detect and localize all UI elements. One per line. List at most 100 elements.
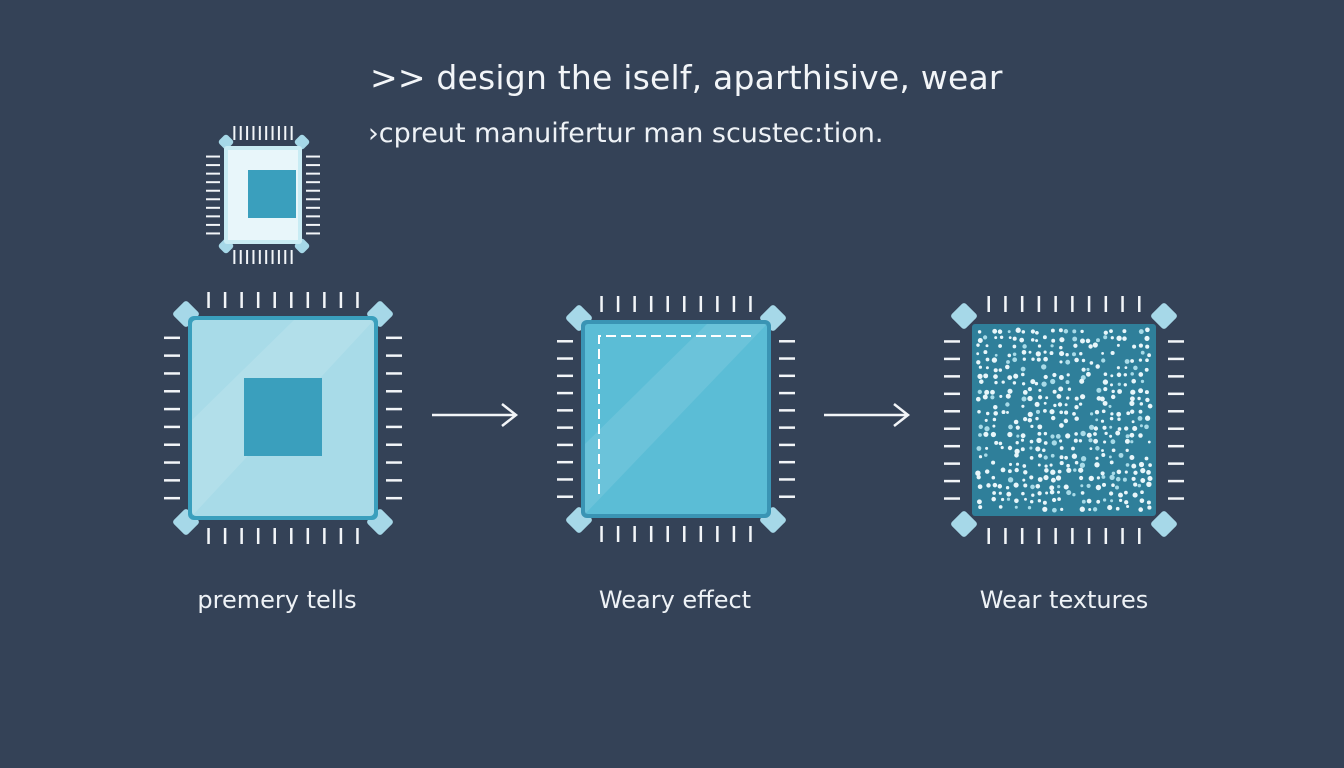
texture-dot xyxy=(991,357,998,363)
corner-pad xyxy=(951,303,977,329)
texture-dot xyxy=(983,373,989,379)
texture-dot xyxy=(1073,438,1078,443)
texture-dot xyxy=(1111,471,1116,476)
texture-dot xyxy=(1023,483,1028,488)
texture-dot xyxy=(1124,490,1128,495)
texture-dot xyxy=(1129,396,1135,402)
chip-wear-texture-icon xyxy=(944,296,1184,544)
texture-dot xyxy=(977,410,981,414)
texture-dot xyxy=(1043,455,1048,460)
stage-label-wear-effect: Weary effect xyxy=(598,586,752,614)
texture-dot xyxy=(1020,447,1025,452)
texture-dot xyxy=(1007,431,1013,438)
texture-dot xyxy=(1080,491,1085,495)
texture-dot xyxy=(1110,374,1114,378)
texture-dot xyxy=(1050,434,1055,439)
texture-dot xyxy=(1125,448,1129,453)
texture-dot xyxy=(1006,410,1009,414)
texture-dot xyxy=(1111,389,1115,394)
texture-dot xyxy=(993,374,998,379)
texture-dot xyxy=(985,357,990,362)
texture-dot xyxy=(1110,336,1114,340)
texture-dot xyxy=(1081,367,1086,372)
texture-dot xyxy=(1072,493,1076,497)
texture-dot xyxy=(1140,490,1144,495)
small-chip-icon xyxy=(206,126,320,264)
texture-dot xyxy=(1050,453,1055,458)
texture-dot xyxy=(1101,449,1104,452)
texture-dot xyxy=(1066,467,1072,473)
texture-dot xyxy=(1022,478,1026,482)
texture-dot xyxy=(1115,506,1120,511)
texture-dot xyxy=(1055,434,1061,439)
texture-dot xyxy=(1115,430,1121,436)
texture-dot xyxy=(1012,344,1017,349)
texture-dot xyxy=(1080,456,1087,462)
texture-dot xyxy=(1007,445,1013,451)
texture-dot xyxy=(1052,507,1057,513)
texture-dot xyxy=(999,335,1004,339)
texture-dot xyxy=(1043,401,1047,405)
texture-dot xyxy=(1080,430,1086,437)
texture-dot xyxy=(1066,396,1070,400)
texture-dot xyxy=(1065,380,1070,385)
texture-dot xyxy=(1074,460,1079,465)
texture-dot xyxy=(1037,344,1042,348)
texture-dot xyxy=(1093,432,1097,436)
texture-dot xyxy=(1109,434,1113,438)
texture-dot xyxy=(1138,507,1144,512)
texture-dot xyxy=(1115,476,1121,482)
texture-dot xyxy=(1071,453,1078,459)
texture-dot xyxy=(1021,404,1025,408)
texture-dot xyxy=(1139,498,1145,504)
corner-pad-shape xyxy=(1151,303,1177,329)
texture-dot xyxy=(1065,352,1069,357)
texture-dot xyxy=(998,368,1003,372)
texture-dot xyxy=(1037,491,1042,496)
texture-dot xyxy=(1095,446,1100,451)
texture-dot xyxy=(1015,425,1020,430)
texture-dot xyxy=(1019,337,1025,343)
texture-dot xyxy=(1116,335,1122,341)
texture-dot xyxy=(1146,481,1152,487)
texture-dot xyxy=(1130,440,1134,444)
texture-dot xyxy=(1140,478,1146,483)
texture-dot xyxy=(1027,395,1033,402)
texture-dot xyxy=(1059,446,1064,450)
texture-dot xyxy=(1144,335,1150,341)
texture-dot xyxy=(1101,352,1104,355)
texture-dot xyxy=(1066,373,1070,377)
chip-primary-icon xyxy=(164,292,402,544)
texture-dot xyxy=(976,446,982,451)
texture-dot xyxy=(1042,500,1047,505)
texture-dot xyxy=(1027,417,1033,423)
texture-dot xyxy=(1080,338,1085,344)
texture-dot xyxy=(1125,434,1130,439)
texture-dot xyxy=(1147,353,1151,358)
texture-dot xyxy=(984,453,988,457)
texture-dot xyxy=(1059,337,1065,343)
texture-dot xyxy=(1059,410,1064,415)
texture-dot xyxy=(1043,441,1048,445)
texture-dot xyxy=(1138,329,1144,335)
texture-dot xyxy=(1109,416,1114,421)
texture-dot xyxy=(1051,415,1056,421)
texture-dot xyxy=(1058,375,1064,380)
texture-dot xyxy=(1074,416,1079,421)
texture-dot xyxy=(1041,381,1047,387)
texture-dot xyxy=(994,440,999,445)
texture-dot xyxy=(1138,409,1143,414)
texture-dot xyxy=(1043,475,1049,481)
texture-dot xyxy=(991,460,996,465)
texture-dot xyxy=(994,353,998,357)
texture-dot xyxy=(1029,475,1034,480)
texture-dot xyxy=(1122,477,1127,482)
texture-dot xyxy=(1130,372,1134,376)
texture-dot xyxy=(1006,497,1011,501)
texture-dot xyxy=(992,491,996,495)
texture-dot xyxy=(1064,410,1069,415)
texture-dot xyxy=(1088,344,1093,349)
chip-body xyxy=(585,324,767,514)
corner-pad-shape xyxy=(951,303,977,329)
texture-dot xyxy=(1007,477,1014,483)
